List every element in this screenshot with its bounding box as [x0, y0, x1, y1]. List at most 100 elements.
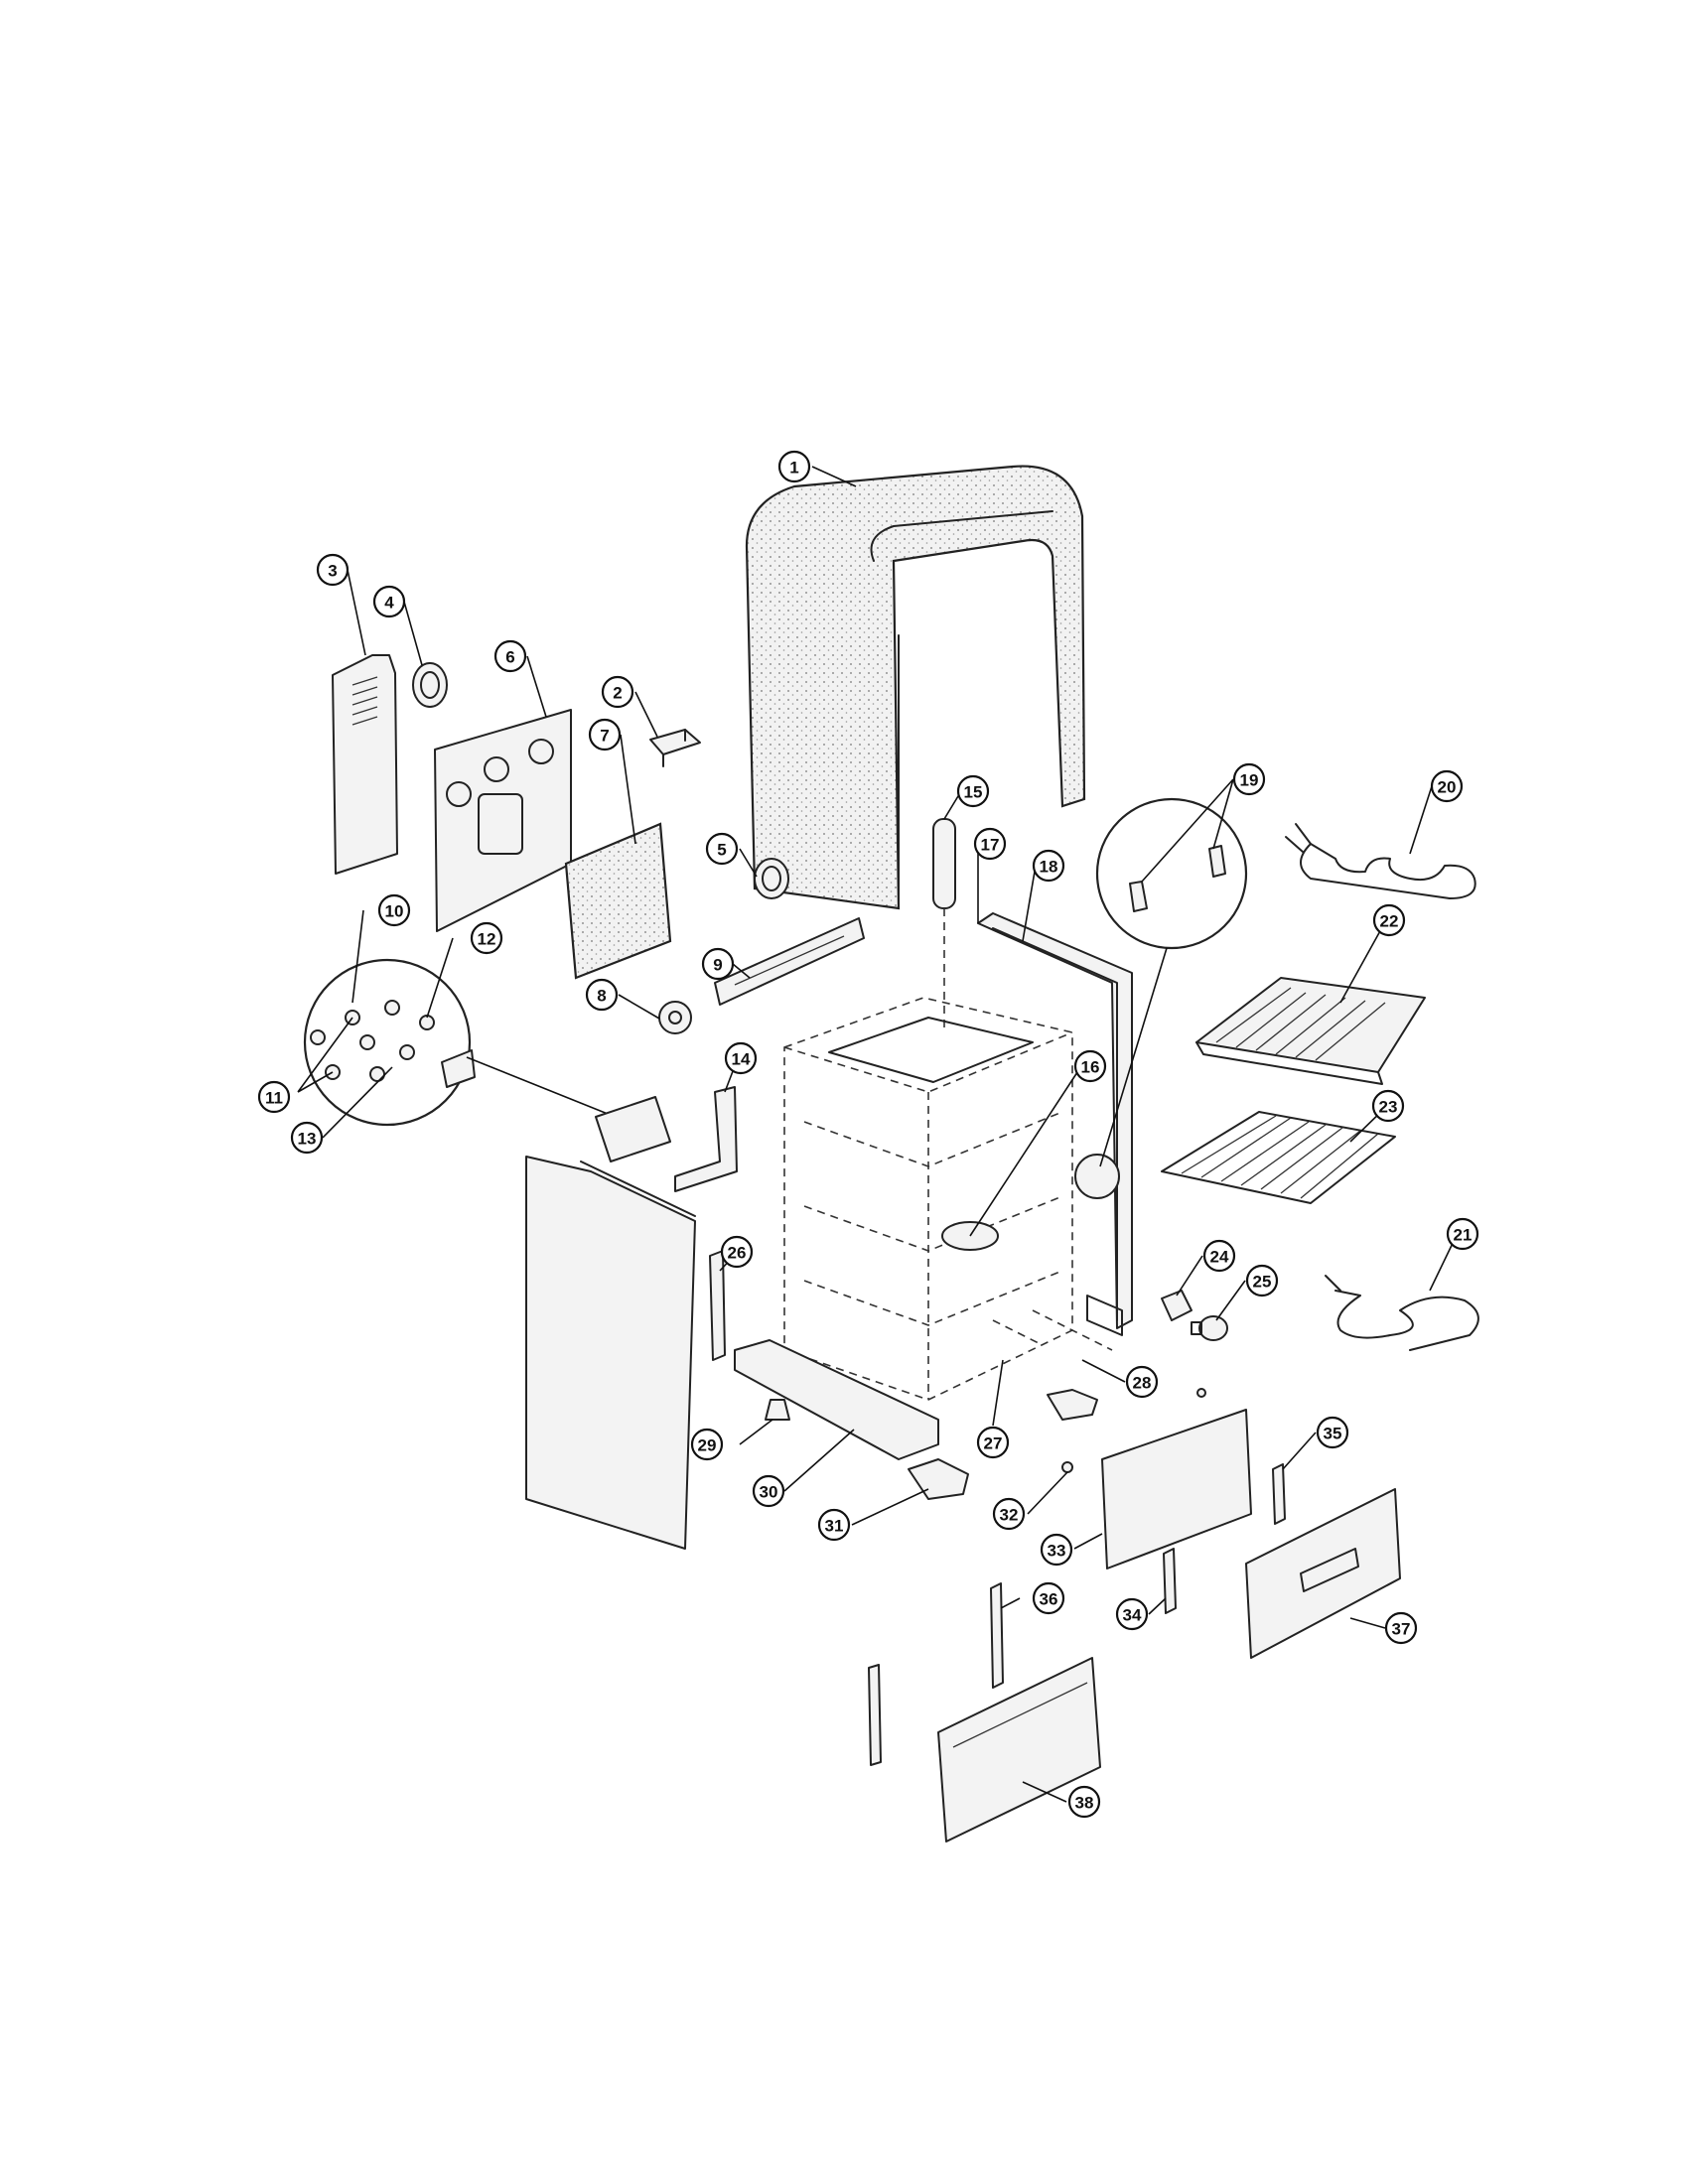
callout-label: 33 [1048, 1542, 1066, 1561]
callout-label: 11 [265, 1089, 283, 1108]
callout-circle [992, 1497, 1026, 1531]
callout-circle [1245, 1264, 1279, 1297]
callout-35: 35 [1316, 1416, 1349, 1449]
callout-circle [976, 1426, 1010, 1459]
callout-label: 5 [717, 841, 726, 860]
callout-label: 38 [1075, 1794, 1094, 1813]
part-side-panel [525, 1156, 696, 1550]
callout-label: 21 [1454, 1226, 1473, 1245]
callout-label: 28 [1133, 1374, 1152, 1393]
callout-24: 24 [1202, 1239, 1236, 1273]
callout-label: 25 [1253, 1273, 1272, 1292]
callout-label: 37 [1392, 1620, 1411, 1639]
callout-27: 27 [976, 1426, 1010, 1459]
callout-circle [1067, 1785, 1101, 1819]
callout-circle [588, 718, 622, 751]
callout-label: 22 [1380, 912, 1399, 931]
callout-label: 3 [328, 562, 337, 581]
callout-circle [470, 921, 503, 955]
callout-label: 31 [825, 1517, 844, 1536]
callout-circle [377, 893, 411, 927]
callout-circle [752, 1474, 785, 1508]
callout-circle [705, 832, 739, 866]
callout-circle [724, 1041, 758, 1075]
callout-12: 12 [470, 921, 503, 955]
callout-circle [973, 827, 1007, 861]
callout-1: 1 [777, 450, 811, 483]
part-fan-gasket [1074, 1154, 1120, 1199]
callout-label: 15 [964, 783, 983, 802]
part-drawer-back [1101, 1409, 1252, 1570]
callout-8: 8 [585, 978, 619, 1012]
callout-label: 27 [984, 1434, 1003, 1453]
callout-label: 19 [1240, 771, 1259, 790]
callout-label: 34 [1123, 1606, 1142, 1625]
callout-circle [1372, 903, 1406, 937]
callout-28: 28 [1125, 1365, 1159, 1399]
part-rail-bracket [714, 917, 865, 1006]
callout-label: 14 [732, 1050, 751, 1069]
callout-17: 17 [973, 827, 1007, 861]
part-ring-seal-top [412, 662, 448, 708]
callout-circle [585, 978, 619, 1012]
part-bracket-small [649, 729, 701, 767]
callout-3: 3 [316, 553, 350, 587]
callout-circle [1032, 1581, 1065, 1615]
callout-23: 23 [1371, 1089, 1405, 1123]
callout-4: 4 [372, 585, 406, 618]
callout-circle [493, 639, 527, 673]
callout-32: 32 [992, 1497, 1026, 1531]
callout-circle [1202, 1239, 1236, 1273]
part-thermostat [658, 1001, 692, 1034]
part-cabinet-wrap [745, 465, 1086, 910]
callout-circle [720, 1235, 754, 1269]
callout-13: 13 [290, 1121, 324, 1155]
callout-21: 21 [1446, 1217, 1479, 1251]
part-spacer-tube [932, 818, 956, 1027]
callout-11: 11 [257, 1080, 291, 1114]
callout-label: 6 [505, 648, 514, 667]
callout-circle [1232, 762, 1266, 796]
part-heat-shield [674, 1086, 738, 1192]
callout-20: 20 [1430, 769, 1464, 803]
part-leveling-foot [765, 1399, 790, 1421]
part-drawer-slide-right [1272, 1463, 1286, 1525]
callout-circle [777, 450, 811, 483]
callout-circle [1430, 769, 1464, 803]
callout-label: 24 [1210, 1248, 1229, 1267]
callout-circle [257, 1080, 291, 1114]
callout-label: 8 [597, 987, 606, 1006]
callout-label: 32 [1000, 1506, 1019, 1525]
callout-label: 4 [384, 594, 394, 613]
callout-22: 22 [1372, 903, 1406, 937]
callout-26: 26 [720, 1235, 754, 1269]
callout-31: 31 [817, 1508, 851, 1542]
callout-circle [817, 1508, 851, 1542]
part-drawer-slide-left [868, 1582, 1004, 1766]
callout-label: 20 [1438, 778, 1457, 797]
callout-circle [372, 585, 406, 618]
callout-label: 13 [298, 1130, 317, 1149]
part-foot-pad [908, 1389, 1098, 1500]
callout-36: 36 [1032, 1581, 1065, 1615]
callout-circle [1446, 1217, 1479, 1251]
callout-30: 30 [752, 1474, 785, 1508]
callout-29: 29 [690, 1428, 724, 1461]
callout-16: 16 [1073, 1049, 1107, 1083]
part-drawer-front-lower [937, 1657, 1101, 1843]
callout-circle [690, 1428, 724, 1461]
part-lamp-bulb [1191, 1315, 1228, 1341]
callout-14: 14 [724, 1041, 758, 1075]
callout-circle [1384, 1611, 1418, 1645]
part-oven-rack [1161, 1111, 1396, 1204]
part-drawer-front-upper [1245, 1488, 1401, 1659]
part-screws [992, 1309, 1113, 1351]
callout-label: 17 [981, 836, 1000, 855]
part-knob-bracket-detail [303, 958, 671, 1162]
callout-circle [1125, 1365, 1159, 1399]
callout-circle [1040, 1533, 1073, 1567]
callout-6: 6 [493, 639, 527, 673]
callout-19: 19 [1232, 762, 1266, 796]
